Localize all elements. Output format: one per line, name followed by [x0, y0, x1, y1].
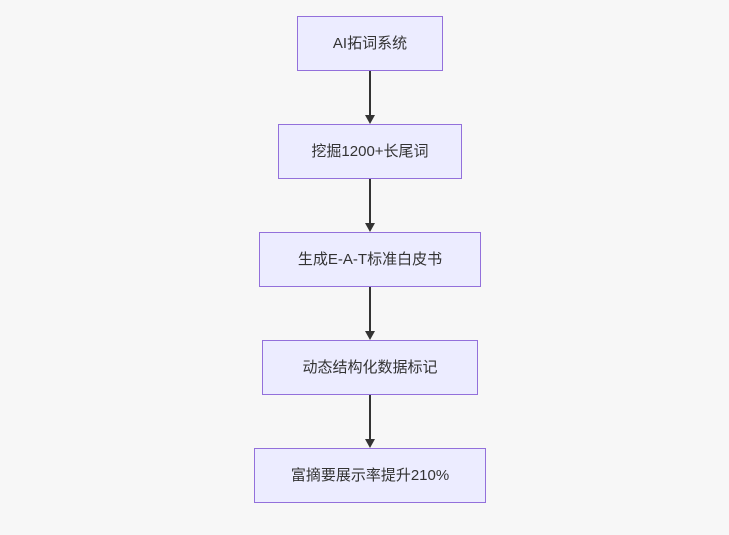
- arrowhead-down-icon: [365, 115, 375, 124]
- arrow-line: [369, 395, 371, 440]
- node-label: 富摘要展示率提升210%: [290, 467, 450, 484]
- node-ai-keyword-system: AI拓词系统: [297, 16, 443, 71]
- arrowhead-down-icon: [365, 223, 375, 232]
- node-structured-data-markup: 动态结构化数据标记: [262, 340, 478, 395]
- flow-arrow-3: [365, 287, 375, 340]
- flow-arrow-1: [365, 71, 375, 124]
- node-rich-snippet-result: 富摘要展示率提升210%: [254, 448, 486, 503]
- arrow-line: [369, 179, 371, 224]
- flow-arrow-4: [365, 395, 375, 448]
- node-longtail-mining: 挖掘1200+长尾词: [278, 124, 462, 179]
- arrowhead-down-icon: [365, 439, 375, 448]
- node-eat-whitepaper: 生成E-A-T标准白皮书: [259, 232, 481, 287]
- node-label: 挖掘1200+长尾词: [311, 143, 429, 160]
- flow-arrow-2: [365, 179, 375, 232]
- node-label: 生成E-A-T标准白皮书: [297, 251, 443, 268]
- node-label: AI拓词系统: [332, 35, 408, 52]
- flowchart: AI拓词系统 挖掘1200+长尾词 生成E-A-T标准白皮书 动态结构化数据标记: [254, 16, 486, 503]
- arrow-line: [369, 287, 371, 332]
- node-label: 动态结构化数据标记: [302, 359, 438, 376]
- arrow-line: [369, 71, 371, 116]
- arrowhead-down-icon: [365, 331, 375, 340]
